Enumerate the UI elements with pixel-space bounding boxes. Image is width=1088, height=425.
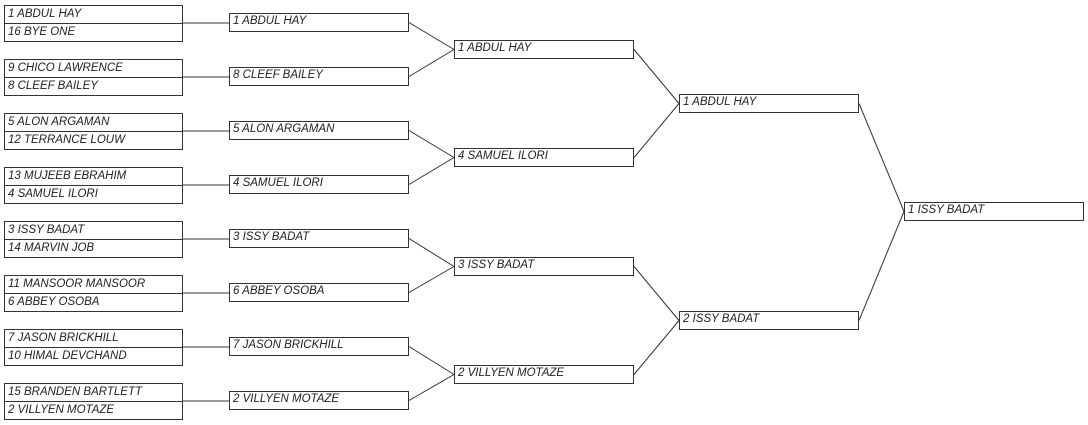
round1-match: 9 CHICO LAWRENCE 8 CLEEF BAILEY: [4, 59, 183, 96]
connector-r2-r3: [408, 22, 455, 50]
round2-slot: 4 SAMUEL ILORI: [229, 175, 409, 194]
round1-slot-bottom: 12 TERRANCE LOUW: [8, 134, 125, 146]
connector-r2-r3: [408, 346, 455, 375]
round3-slot: 1 ABDUL HAY: [454, 40, 634, 59]
connector-r3-r4: [633, 266, 680, 321]
connector-r4-final: [858, 103, 905, 212]
connector-r4-final: [858, 211, 905, 321]
connector-r2-r3: [408, 266, 455, 293]
round1-slot-top: 15 BRANDEN BARTLETT: [5, 384, 182, 402]
round3-slot: 4 SAMUEL ILORI: [454, 148, 634, 167]
round3-slot: 2 VILLYEN MOTAZE: [454, 365, 634, 384]
round1-slot-bottom: 8 CLEEF BAILEY: [8, 80, 98, 92]
round4-slot: 2 ISSY BADAT: [679, 311, 859, 330]
round1-match: 15 BRANDEN BARTLETT 2 VILLYEN MOTAZE: [4, 383, 183, 420]
round2-slot: 2 VILLYEN MOTAZE: [229, 391, 409, 410]
round2-slot: 1 ABDUL HAY: [229, 13, 409, 32]
connector-r3-r4: [633, 103, 680, 158]
connector-r2-r3: [408, 374, 455, 401]
connector-r3-r4: [633, 49, 680, 104]
round2-slot: 3 ISSY BADAT: [229, 229, 409, 248]
connector-r3-r4: [633, 320, 680, 375]
round1-slot-top: 9 CHICO LAWRENCE: [5, 60, 182, 78]
round1-match: 7 JASON BRICKHILL 10 HIMAL DEVCHAND: [4, 329, 183, 366]
round1-slot-top: 7 JASON BRICKHILL: [5, 330, 182, 348]
champion-slot: 1 ISSY BADAT: [904, 202, 1084, 221]
round3-slot: 3 ISSY BADAT: [454, 257, 634, 276]
round1-match: 13 MUJEEB EBRAHIM 4 SAMUEL ILORI: [4, 167, 183, 204]
round1-slot-bottom: 2 VILLYEN MOTAZE: [8, 404, 115, 416]
round1-match: 1 ABDUL HAY 16 BYE ONE: [4, 5, 183, 42]
round1-slot-top: 11 MANSOOR MANSOOR: [5, 276, 182, 294]
round1-slot-top: 3 ISSY BADAT: [5, 222, 182, 240]
round1-match: 5 ALON ARGAMAN 12 TERRANCE LOUW: [4, 113, 183, 150]
round2-slot: 8 CLEEF BAILEY: [229, 67, 409, 86]
round1-slot-bottom: 16 BYE ONE: [8, 26, 76, 38]
round1-slot-top: 5 ALON ARGAMAN: [5, 114, 182, 132]
round1-slot-bottom: 10 HIMAL DEVCHAND: [8, 350, 127, 362]
round1-slot-bottom: 6 ABBEY OSOBA: [8, 296, 100, 308]
round1-match: 3 ISSY BADAT 14 MARVIN JOB: [4, 221, 183, 258]
round1-slot-bottom: 4 SAMUEL ILORI: [8, 188, 98, 200]
connector-r2-r3: [408, 238, 455, 267]
round2-slot: 5 ALON ARGAMAN: [229, 121, 409, 140]
round1-slot-bottom: 14 MARVIN JOB: [8, 242, 95, 254]
round1-slot-top: 1 ABDUL HAY: [5, 6, 182, 24]
round1-slot-top: 13 MUJEEB EBRAHIM: [5, 168, 182, 186]
round2-slot: 7 JASON BRICKHILL: [229, 337, 409, 356]
connector-r2-r3: [408, 157, 455, 185]
connector-r2-r3: [408, 130, 455, 158]
round2-slot: 6 ABBEY OSOBA: [229, 283, 409, 302]
connector-r2-r3: [408, 49, 455, 77]
round1-match: 11 MANSOOR MANSOOR 6 ABBEY OSOBA: [4, 275, 183, 312]
round4-slot: 1 ABDUL HAY: [679, 94, 859, 113]
